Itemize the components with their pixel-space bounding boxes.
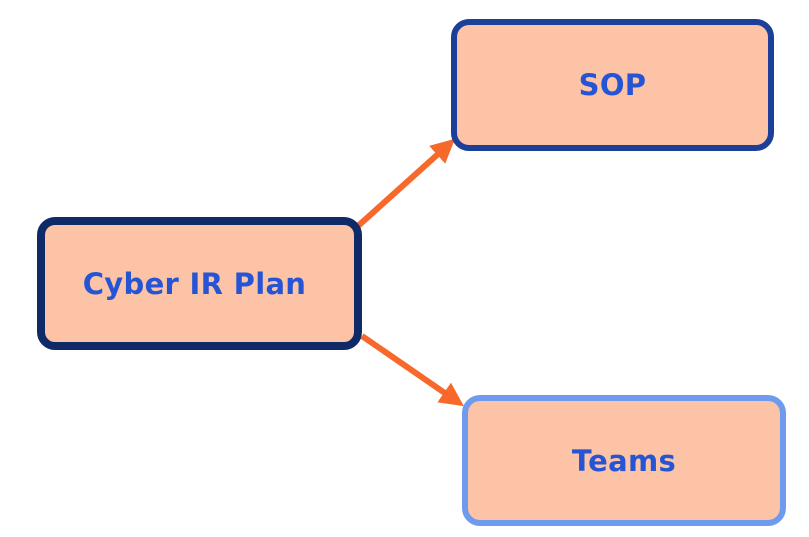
node-teams: Teams	[462, 395, 786, 526]
arrow-to-sop	[355, 138, 456, 229]
node-cyber-ir-plan: Cyber IR Plan	[37, 217, 362, 350]
node-label-sop: SOP	[578, 68, 647, 102]
node-label-cyber-ir-plan: Cyber IR Plan	[82, 266, 307, 301]
arrow-to-teams	[360, 333, 464, 407]
node-label-teams: Teams	[571, 443, 677, 478]
node-sop: SOP	[451, 19, 774, 151]
